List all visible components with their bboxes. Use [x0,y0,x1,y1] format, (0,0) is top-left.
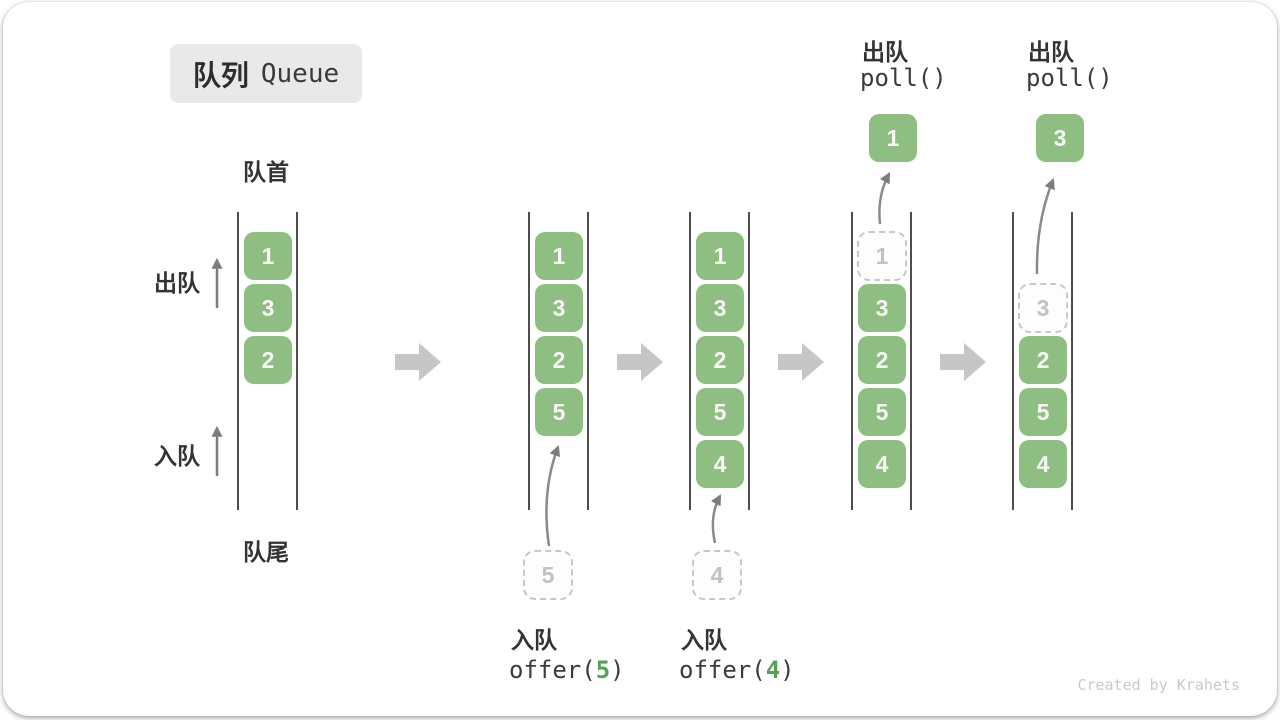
polled-cell: 3 [1036,114,1084,162]
queue-cell: 3 [696,284,744,332]
queue-cell: 3 [535,284,583,332]
diagram-card [3,2,1277,716]
queue-5-left-wall [1012,212,1014,510]
title-badge: 队列 Queue [170,44,362,103]
incoming-cell-dashed: 4 [692,550,742,600]
label-dequeue-side: 出队 [154,270,200,296]
queue-cell: 1 [696,232,744,280]
queue-cell: 5 [696,388,744,436]
queue-cell: 5 [1019,388,1067,436]
label-enqueue-side: 入队 [154,443,200,469]
queue-5-right-wall [1071,212,1073,510]
dequeue-3-code: poll() [1026,64,1113,92]
queue-cell: 4 [696,440,744,488]
enqueue-5-label: 入队 [511,627,557,653]
queue-cell: 1 [244,232,292,280]
dequeue-1-label: 出队 [862,39,908,65]
code-arg: 5 [595,656,611,684]
label-queue-rear: 队尾 [243,539,289,565]
queue-cell: 4 [858,440,906,488]
code-text: offer( [679,656,766,684]
queue-2-left-wall [528,212,530,510]
title-zh: 队列 [192,59,249,91]
code-text: ) [780,656,795,684]
removed-cell-dashed: 1 [857,231,907,281]
queue-cell: 2 [1019,336,1067,384]
queue-4-left-wall [851,212,853,510]
queue-cell: 2 [244,336,292,384]
queue-cell: 5 [858,388,906,436]
queue-1-left-wall [237,212,239,510]
queue-cell: 2 [858,336,906,384]
incoming-cell-dashed: 5 [523,550,573,600]
dequeue-1-code: poll() [860,64,947,92]
code-text: offer( [509,656,596,684]
code-text: ) [610,656,625,684]
queue-3-left-wall [689,212,691,510]
code-arg: 4 [765,656,781,684]
removed-cell-dashed: 3 [1018,283,1068,333]
queue-cell: 2 [696,336,744,384]
dequeue-3-label: 出队 [1028,39,1074,65]
queue-cell: 5 [535,388,583,436]
title-en: Queue [260,58,340,89]
queue-cell: 3 [858,284,906,332]
enqueue-5-code: offer(5) [509,656,625,684]
queue-cell: 4 [1019,440,1067,488]
polled-cell: 1 [869,114,917,162]
enqueue-4-label: 入队 [681,627,727,653]
queue-3-right-wall [748,212,750,510]
queue-4-right-wall [910,212,912,510]
queue-cell: 2 [535,336,583,384]
queue-cell: 1 [535,232,583,280]
queue-1-right-wall [296,212,298,510]
label-queue-front: 队首 [243,159,289,185]
queue-2-right-wall [587,212,589,510]
enqueue-4-code: offer(4) [679,656,795,684]
watermark: Created by Krahets [1077,676,1240,694]
queue-cell: 3 [244,284,292,332]
